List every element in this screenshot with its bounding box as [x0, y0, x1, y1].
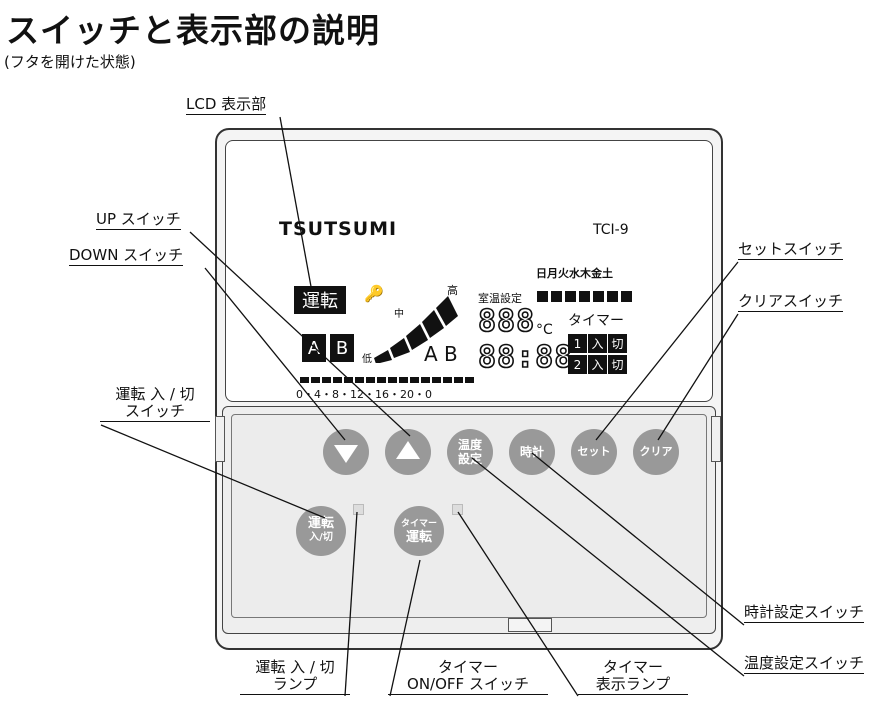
temp-unit: °C [536, 322, 553, 338]
timer2-on: 入 [588, 355, 607, 374]
timer-button-label-top: タイマー [400, 519, 437, 529]
power-button[interactable]: 運転 入/切 [296, 506, 346, 556]
label-set-switch: セットスイッチ [738, 240, 844, 260]
power-button-label-top: 運転 [307, 516, 334, 531]
brand-logo: TSUTSUMI [279, 218, 398, 240]
label-timer-lamp: タイマー 表示ランプ [578, 659, 688, 695]
weekday-segments [537, 288, 635, 302]
timer1-indicator: 1 [568, 334, 587, 353]
up-arrow-icon [396, 441, 420, 459]
room-temp-setting-label: 室温設定 [478, 292, 522, 305]
label-temp-switch: 温度設定スイッチ [744, 654, 865, 674]
label-power-switch-line2: スイッチ [100, 403, 210, 422]
down-arrow-icon [334, 445, 358, 463]
lcd-mode-a: A [302, 334, 326, 362]
timer2-indicator: 2 [568, 355, 587, 374]
clock-button[interactable]: 時計 [509, 429, 555, 475]
timer1-off: 切 [608, 334, 627, 353]
label-lcd: LCD 表示部 [186, 95, 267, 115]
level-low-label: 低 [362, 354, 372, 365]
label-power-lamp-line1: 運転 入 / 切 [255, 658, 335, 676]
temp-digits: 888 [477, 303, 536, 340]
lcd-display: 運転 🔑 高 中 低 A B A B 室温設定 888 °C タイマー 88:8… [290, 278, 638, 378]
fan-level-bars [374, 296, 458, 363]
up-button[interactable] [385, 429, 431, 475]
label-timer-switch: タイマー ON/OFF スイッチ [388, 659, 548, 695]
label-power-lamp-line2: ランプ [240, 676, 350, 695]
lcd-timer-label: タイマー [568, 313, 624, 329]
label-timer-switch-line2: ON/OFF スイッチ [388, 676, 548, 695]
set-button[interactable]: セット [571, 429, 617, 475]
page-title: スイッチと表示部の説明 [6, 11, 380, 50]
label-timer-switch-line1: タイマー [437, 658, 498, 676]
hour-tick-labels: 0・4・8・12・16・20・0 [296, 388, 432, 401]
lcd-mode-b: B [330, 334, 354, 362]
down-button[interactable] [323, 429, 369, 475]
label-up-switch: UP スイッチ [96, 210, 181, 230]
label-clear-switch: クリアスイッチ [738, 292, 844, 312]
hinge-right [711, 416, 721, 462]
lcd-run-indicator: 運転 [294, 286, 346, 314]
bottom-clip [508, 618, 552, 632]
power-button-label-bottom: 入/切 [309, 532, 333, 543]
timer-lamp [452, 504, 463, 515]
timer-run-button[interactable]: タイマー 運転 [394, 506, 444, 556]
label-timer-lamp-line1: タイマー [602, 658, 663, 676]
model-number: TCI-9 [593, 222, 629, 238]
label-power-switch-line1: 運転 入 / 切 [115, 385, 195, 403]
weekday-labels: 日月火水木金土 [536, 267, 613, 280]
lcd-mode-ab: A B [424, 342, 458, 366]
level-high-label: 高 [447, 284, 458, 297]
level-mid-label: 中 [394, 309, 404, 320]
page-subtitle: (フタを開けた状態) [4, 53, 136, 71]
label-power-lamp: 運転 入 / 切 ランプ [240, 659, 350, 695]
label-timer-lamp-line2: 表示ランプ [578, 676, 688, 695]
timer-button-label-bottom: 運転 [405, 530, 432, 545]
label-down-switch: DOWN スイッチ [69, 246, 184, 266]
clock-digits: 88:88 [477, 339, 574, 376]
clear-button[interactable]: クリア [633, 429, 679, 475]
hour-bar-segments [300, 370, 480, 383]
label-power-switch: 運転 入 / 切 スイッチ [100, 386, 210, 422]
temp-setting-button[interactable]: 温度 設定 [447, 429, 493, 475]
power-lamp [353, 504, 364, 515]
timer1-on: 入 [588, 334, 607, 353]
hinge-left [215, 416, 225, 462]
timer2-off: 切 [608, 355, 627, 374]
key-icon: 🔑 [364, 284, 384, 303]
label-clock-switch: 時計設定スイッチ [744, 603, 865, 623]
